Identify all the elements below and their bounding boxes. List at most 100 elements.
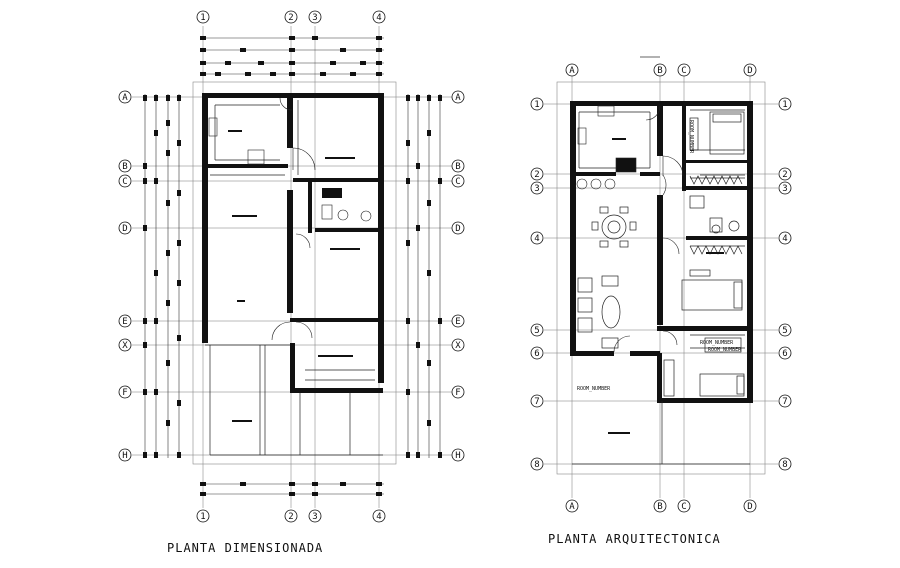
axis-bubble: 1 (196, 10, 210, 24)
bathroom-fixtures (689, 195, 740, 234)
svg-text:2: 2 (288, 13, 293, 23)
axis-bubble: H (451, 448, 465, 462)
living-room-furniture (577, 275, 621, 349)
axis-bubble: 4 (778, 231, 792, 245)
svg-text:H: H (455, 451, 460, 461)
axis-bubble: D (743, 63, 757, 77)
right-row-axis-bubbles-right: 1 2 3 4 5 6 7 8 (778, 97, 792, 471)
left-row-axis-bubbles-left: A B C D E X F H (118, 90, 132, 462)
axis-bubble: C (451, 174, 465, 188)
axis-bubble: 4 (372, 10, 386, 24)
axis-bubble: 6 (778, 346, 792, 360)
left-dimension-ticks (143, 36, 442, 496)
axis-bubble: A (565, 499, 579, 513)
svg-text:B: B (455, 162, 460, 172)
svg-text:5: 5 (534, 326, 539, 336)
svg-text:4: 4 (376, 512, 381, 522)
axis-bubble: A (118, 90, 132, 104)
svg-text:8: 8 (782, 460, 787, 470)
axis-bubble: D (451, 221, 465, 235)
svg-text:B: B (657, 502, 662, 512)
axis-bubble: C (677, 63, 691, 77)
svg-text:B: B (122, 162, 127, 172)
right-door-swings (613, 105, 684, 353)
axis-bubble: 2 (284, 10, 298, 24)
svg-text:F: F (122, 388, 127, 398)
axis-bubble: 4 (372, 509, 386, 523)
right-column-axis-bubbles-bottom: A B C D (565, 499, 757, 513)
axis-bubble: 1 (196, 509, 210, 523)
left-column-axis-bubbles-bottom: 1 2 3 4 (196, 509, 386, 523)
room-number-label: ROOM_NUMBER (577, 386, 611, 392)
axis-bubble: 3 (308, 10, 322, 24)
svg-text:1: 1 (200, 512, 205, 522)
bedroom-1-furniture (689, 111, 745, 185)
svg-text:D: D (122, 224, 127, 234)
bedroom-3-furniture (663, 337, 745, 397)
axis-bubble: D (743, 499, 757, 513)
svg-text:1: 1 (200, 13, 205, 23)
svg-text:7: 7 (534, 397, 539, 407)
axis-bubble: 3 (308, 509, 322, 523)
axis-bubble: E (118, 314, 132, 328)
axis-bubble: 2 (778, 167, 792, 181)
left-fixtures (208, 117, 372, 222)
svg-text:8: 8 (534, 460, 539, 470)
svg-text:2: 2 (782, 170, 787, 180)
axis-bubble: 3 (778, 181, 792, 195)
svg-text:E: E (455, 317, 460, 327)
right-row-axis-bubbles-left: 1 2 3 4 5 6 7 8 (530, 97, 544, 471)
axis-bubble: H (118, 448, 132, 462)
svg-text:D: D (747, 502, 752, 512)
svg-text:D: D (747, 66, 752, 76)
left-site-boundary (192, 81, 397, 465)
svg-text:F: F (455, 388, 460, 398)
svg-text:3: 3 (312, 13, 317, 23)
axis-bubble: 7 (530, 394, 544, 408)
svg-text:A: A (122, 93, 128, 103)
svg-text:C: C (681, 66, 686, 76)
axis-bubble: B (653, 499, 667, 513)
svg-text:1: 1 (534, 100, 539, 110)
svg-text:X: X (455, 341, 461, 351)
svg-text:C: C (681, 502, 686, 512)
left-interior-lines (205, 100, 383, 456)
svg-text:2: 2 (288, 512, 293, 522)
svg-text:3: 3 (534, 184, 539, 194)
svg-text:4: 4 (534, 234, 539, 244)
svg-text:3: 3 (782, 184, 787, 194)
axis-bubble: 8 (530, 457, 544, 471)
axis-bubble: 1 (530, 97, 544, 111)
axis-bubble: 1 (778, 97, 792, 111)
axis-bubble: C (677, 499, 691, 513)
left-room-tags (228, 130, 360, 422)
left-plan-title: PLANTA DIMENSIONADA (167, 541, 324, 555)
axis-bubble: E (451, 314, 465, 328)
axis-bubble: F (118, 385, 132, 399)
svg-text:6: 6 (534, 349, 539, 359)
room-number-label: ROOM_NUMBER (700, 340, 734, 346)
axis-bubble: 4 (530, 231, 544, 245)
axis-bubble: 8 (778, 457, 792, 471)
svg-text:B: B (657, 66, 662, 76)
left-floor-plan: 1 2 3 4 1 2 3 4 A B C D E X F H A B C D (118, 10, 465, 523)
axis-bubble: C (118, 174, 132, 188)
axis-bubble: B (451, 159, 465, 173)
svg-text:C: C (122, 177, 127, 187)
axis-bubble: 5 (530, 323, 544, 337)
left-door-swings (271, 97, 316, 341)
svg-text:4: 4 (782, 234, 787, 244)
svg-text:X: X (122, 341, 128, 351)
right-site-boundary (556, 81, 766, 475)
axis-bubble: 7 (778, 394, 792, 408)
right-column-axis-bubbles-top: A B C D (565, 63, 757, 77)
left-row-axis-bubbles-right: A B C D E X F H (451, 90, 465, 462)
right-floor-plan: ROOM_NUMBER ROOM_NUMBER ROOM_NUMBER ROOM… (530, 56, 792, 513)
axis-bubble: 6 (530, 346, 544, 360)
right-walls (570, 101, 753, 403)
svg-text:H: H (122, 451, 127, 461)
dining-table-icon (591, 206, 637, 248)
axis-bubble: X (451, 338, 465, 352)
axis-bubble: F (451, 385, 465, 399)
